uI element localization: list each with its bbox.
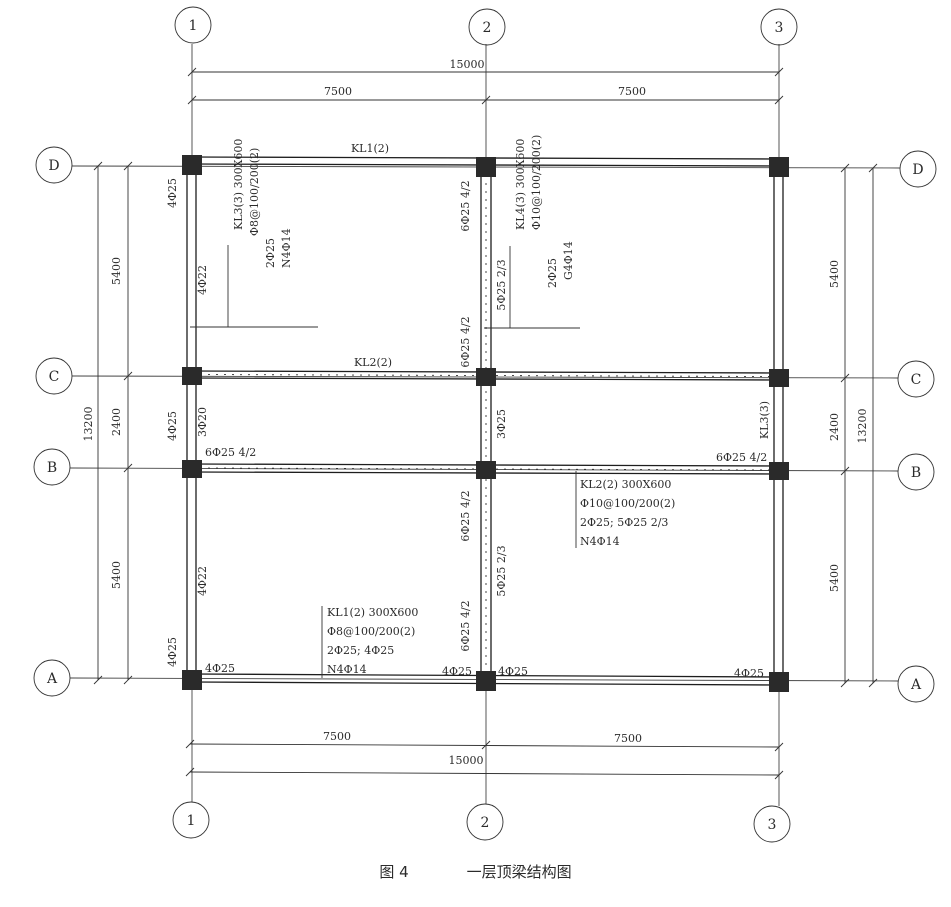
dim-bay-B-A-right: 5400 <box>828 564 841 592</box>
column-B3 <box>769 462 789 480</box>
rebar-b-right: 6Φ25 4/2 <box>716 451 767 464</box>
rebar-a-left-col: 4Φ25 <box>166 637 179 667</box>
note-kl1-line-2: Φ8@100/200(2) <box>327 625 415 638</box>
note-kl1-line-4: N4Φ14 <box>327 663 367 676</box>
note-kl2-line-4: N4Φ14 <box>580 535 620 548</box>
axis-bubbles: 1 2 3 1 2 3 D C B A D C B A <box>33 6 937 843</box>
beam-label-kl3-right: KL3(3) <box>758 401 771 439</box>
beam-labels: KL1(2) KL2(2) KL3(3) <box>351 142 771 439</box>
dim-bay-D-C-right: 5400 <box>828 260 841 288</box>
note-kl3-line-3: 2Φ25 <box>264 238 277 268</box>
axis-label-A-left: A <box>46 671 58 687</box>
rebar-kl4-mid-span: 5Φ25 2/3 <box>495 259 508 310</box>
figure-caption: 图 4 一层顶梁结构图 <box>0 855 951 887</box>
dim-bay-1-2-bottom: 7500 <box>323 730 351 743</box>
dimension-lines: 15000 7500 7500 7500 7500 15000 5400 240… <box>82 58 878 780</box>
rebar-cb-left-col: 4Φ25 <box>166 411 179 441</box>
note-kl4: KL4(3) 300X600 Φ10@100/200(2) 2Φ25 G4Φ14 <box>484 135 580 329</box>
structural-columns <box>182 155 789 692</box>
note-kl4-line-4: G4Φ14 <box>562 241 575 280</box>
note-kl4-line-3: 2Φ25 <box>546 258 559 288</box>
dim-bay-C-B-right: 2400 <box>828 413 841 441</box>
note-kl1: KL1(2) 300X600 Φ8@100/200(2) 2Φ25; 4Φ25 … <box>321 606 418 678</box>
axis-label-2-bottom: 2 <box>481 815 490 831</box>
note-kl3-line-4: N4Φ14 <box>280 228 293 268</box>
column-C3 <box>769 369 789 387</box>
axis-label-D-left: D <box>48 158 59 174</box>
axis-label-B-left: B <box>47 460 57 476</box>
dim-bay-2-3-bottom: 7500 <box>614 732 642 745</box>
rebar-annotations: 4Φ25 4Φ22 6Φ25 4/2 5Φ25 2/3 6Φ25 4/2 4Φ2… <box>166 178 767 680</box>
beams <box>186 156 784 686</box>
rebar-cb-mid-span: 3Φ25 <box>495 409 508 439</box>
axis-label-D-right: D <box>912 162 923 178</box>
note-kl2: KL2(2) 300X600 Φ10@100/200(2) 2Φ25; 5Φ25… <box>575 471 675 548</box>
rebar-a-mid-right: 4Φ25 <box>498 665 528 678</box>
rebar-kl3-left-span: 4Φ22 <box>196 265 209 295</box>
dim-total-bottom: 15000 <box>449 754 484 767</box>
dim-bay-C-B-left: 2400 <box>110 408 123 436</box>
note-kl2-line-3: 2Φ25; 5Φ25 2/3 <box>580 516 668 529</box>
note-kl3-line-2: Φ8@100/200(2) <box>248 148 261 236</box>
axis-label-C-right: C <box>911 372 922 388</box>
note-kl3: KL3(3) 300X600 Φ8@100/200(2) 2Φ25 N4Φ14 <box>190 139 318 328</box>
rebar-d-mid-top: 6Φ25 4/2 <box>459 180 472 231</box>
column-C2 <box>476 368 496 386</box>
column-D1 <box>182 155 202 175</box>
axis-label-1-top: 1 <box>189 18 198 34</box>
rebar-a-right: 4Φ25 <box>734 667 764 680</box>
note-kl4-line-2: Φ10@100/200(2) <box>530 135 543 230</box>
axis-label-1-bottom: 1 <box>187 813 196 829</box>
dim-bay-1-2-top: 7500 <box>324 85 352 98</box>
column-D3 <box>769 157 789 177</box>
rebar-ba-mid-top: 6Φ25 4/2 <box>459 490 472 541</box>
column-B1 <box>182 460 202 478</box>
axis-label-A-right: A <box>910 677 922 693</box>
rebar-d-left-col: 4Φ25 <box>166 178 179 208</box>
axis-label-2-top: 2 <box>483 20 492 36</box>
column-C1 <box>182 367 202 385</box>
column-A1 <box>182 670 202 690</box>
axis-label-3-bottom: 3 <box>768 817 777 833</box>
column-D2 <box>476 157 496 177</box>
dim-total-top: 15000 <box>450 58 485 71</box>
beam-label-kl1-top: KL1(2) <box>351 142 389 155</box>
axis-label-3-top: 3 <box>775 20 784 36</box>
dim-bay-D-C-left: 5400 <box>110 257 123 285</box>
axis-label-C-left: C <box>49 369 60 385</box>
column-B2 <box>476 461 496 479</box>
figure-title: 一层顶梁结构图 <box>466 862 572 881</box>
dim-total-left: 13200 <box>82 407 95 442</box>
note-kl3-line-1: KL3(3) 300X600 <box>232 139 245 230</box>
column-A2 <box>476 671 496 691</box>
column-A3 <box>769 672 789 692</box>
figure-number: 图 4 <box>379 862 409 881</box>
rebar-cb-left-span: 3Φ20 <box>196 407 209 437</box>
rebar-b-left: 6Φ25 4/2 <box>205 446 256 459</box>
dim-bay-2-3-top: 7500 <box>618 85 646 98</box>
beam-label-kl2-mid: KL2(2) <box>354 356 392 369</box>
rebar-c-mid-top: 6Φ25 4/2 <box>459 316 472 367</box>
note-kl4-line-1: KL4(3) 300X600 <box>514 139 527 230</box>
rebar-ba-mid-span: 5Φ25 2/3 <box>495 545 508 596</box>
note-kl1-line-1: KL1(2) 300X600 <box>327 606 418 619</box>
note-kl1-line-3: 2Φ25; 4Φ25 <box>327 644 394 657</box>
rebar-a-mid-left: 4Φ25 <box>442 665 472 678</box>
rebar-a-left-1: 4Φ25 <box>205 662 235 675</box>
axis-label-B-right: B <box>911 465 921 481</box>
rebar-ba-left-span: 4Φ22 <box>196 566 209 596</box>
rebar-ba-mid-bot: 6Φ25 4/2 <box>459 600 472 651</box>
note-kl2-line-1: KL2(2) 300X600 <box>580 478 671 491</box>
note-kl2-line-2: Φ10@100/200(2) <box>580 497 675 510</box>
dim-total-right: 13200 <box>856 409 869 444</box>
dim-bay-B-A-left: 5400 <box>110 561 123 589</box>
